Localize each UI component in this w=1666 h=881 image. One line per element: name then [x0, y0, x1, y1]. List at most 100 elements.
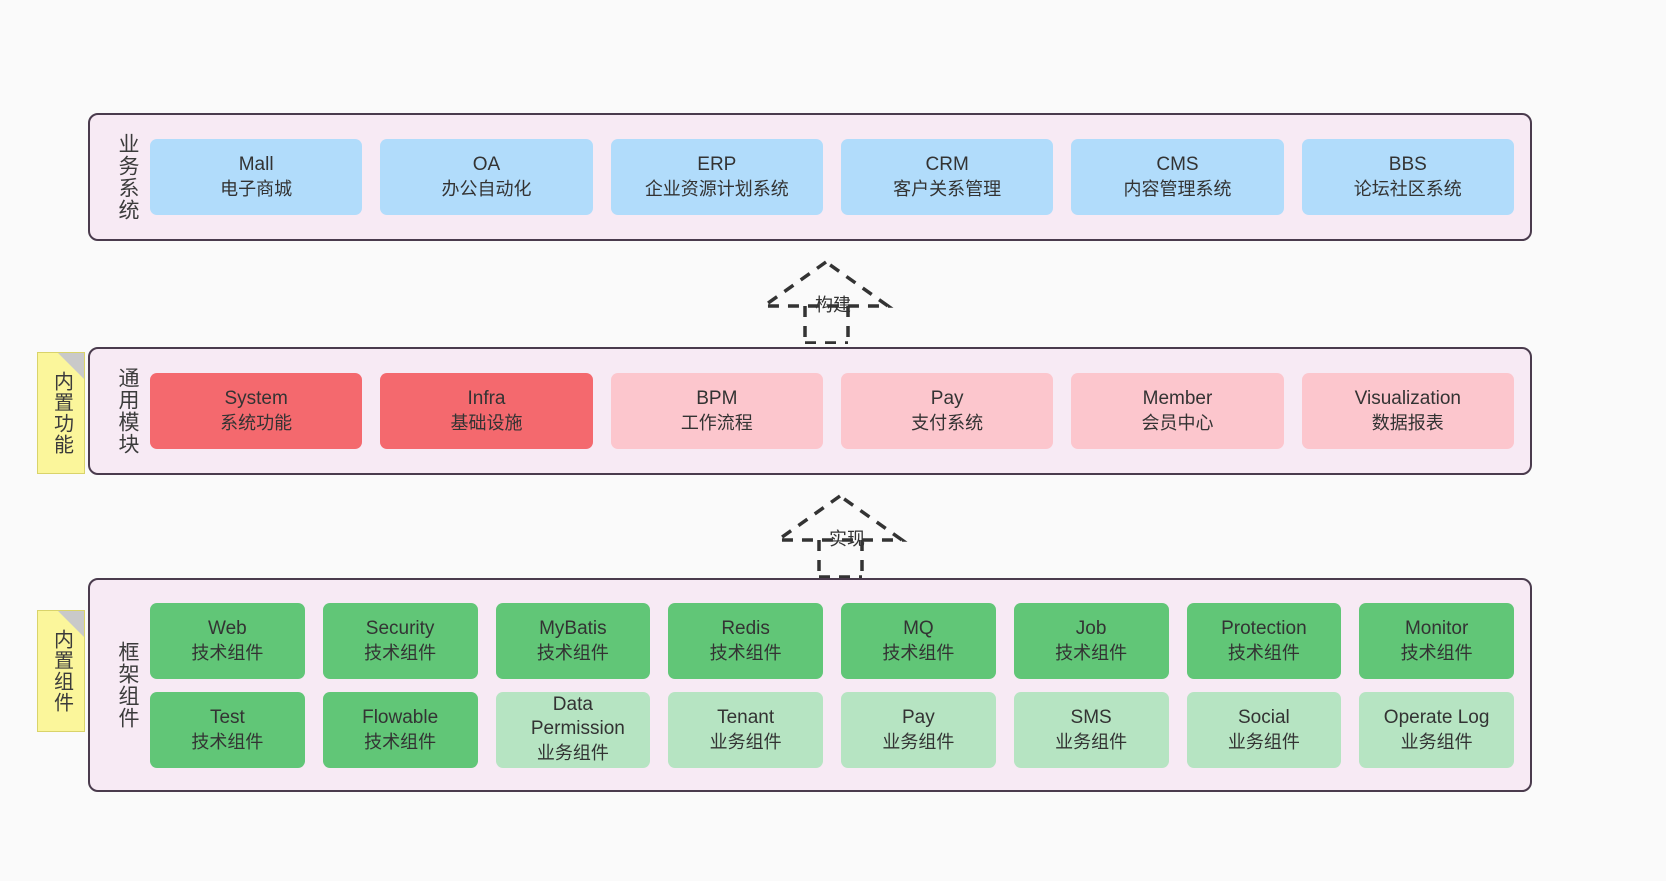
- node-label-en: Visualization: [1354, 388, 1461, 409]
- node-label-en: Social: [1238, 706, 1290, 728]
- node-label-en: Redis: [721, 617, 770, 639]
- node-row: Test 技术组件 Flowable 技术组件 Data Permission …: [150, 691, 1514, 768]
- node-label-cn: 论坛社区系统: [1353, 179, 1462, 199]
- node-oa[interactable]: OA 办公自动化: [380, 139, 593, 215]
- node-label-en: OA: [472, 154, 501, 175]
- layer-title-common-modules: 通用模块: [116, 367, 139, 455]
- layer-business-systems: 业务系统 Mall 电子商城 OA 办公自动化 ERP 企业资源计划系统 CRM…: [88, 113, 1532, 241]
- node-label-cn: 技术组件: [709, 642, 782, 663]
- node-label-en: Test: [209, 706, 245, 728]
- node-label-cn: 技术组件: [364, 642, 437, 663]
- node-pay-business[interactable]: Pay 业务组件: [841, 691, 996, 768]
- node-label-cn: 电子商城: [220, 179, 293, 199]
- node-label-cn: 系统功能: [220, 413, 293, 433]
- node-mq[interactable]: MQ 技术组件: [841, 602, 996, 679]
- node-member[interactable]: Member 会员中心: [1071, 373, 1284, 449]
- node-label-en: SMS: [1070, 706, 1112, 728]
- node-infra[interactable]: Infra 基础设施: [380, 373, 593, 449]
- node-crm[interactable]: CRM 客户关系管理: [840, 139, 1054, 215]
- node-flowable[interactable]: Flowable 技术组件: [322, 691, 478, 768]
- node-monitor[interactable]: Monitor 技术组件: [1359, 602, 1514, 679]
- sticky-note-builtin-functions: 内置功能: [37, 352, 85, 474]
- node-label-en: Tenant: [717, 706, 775, 728]
- node-data-permission[interactable]: Data Permission 业务组件: [495, 691, 651, 768]
- layer-common-modules: 通用模块 System 系统功能 Infra 基础设施 BPM 工作流程 Pay…: [88, 347, 1532, 475]
- connector-implement-label: 实现: [829, 529, 865, 549]
- node-label-cn: 支付系统: [911, 413, 984, 433]
- note-fold-corner: [58, 353, 84, 379]
- sticky-note-builtin-components: 内置组件: [37, 610, 85, 732]
- node-social[interactable]: Social 业务组件: [1186, 691, 1342, 768]
- connector-build: 构建: [758, 258, 898, 344]
- node-cms[interactable]: CMS 内容管理系统: [1071, 139, 1284, 215]
- node-web[interactable]: Web 技术组件: [150, 602, 305, 679]
- node-label-cn: 技术组件: [1400, 642, 1473, 663]
- node-label-cn: 业务组件: [1055, 731, 1128, 752]
- node-label-cn: 技术组件: [191, 731, 264, 752]
- node-sms[interactable]: SMS 业务组件: [1013, 691, 1169, 768]
- sticky-note-text: 内置组件: [50, 629, 73, 713]
- node-label-cn: 技术组件: [536, 642, 609, 663]
- node-label-cn: 业务组件: [536, 743, 609, 763]
- node-tenant[interactable]: Tenant 业务组件: [668, 691, 823, 768]
- node-label-en: ERP: [697, 154, 737, 175]
- layer-framework-components: 框架组件 Web 技术组件 Security 技术组件 MyBatis 技术组件…: [88, 578, 1532, 792]
- node-label-en: Operate Log: [1383, 706, 1490, 728]
- connector-build-label: 构建: [815, 295, 851, 315]
- node-label-cn: 数据报表: [1371, 413, 1444, 433]
- layer-title-framework-components: 框架组件: [116, 641, 139, 729]
- node-label-cn: 工作流程: [680, 413, 753, 433]
- node-label-en: CRM: [925, 154, 969, 175]
- node-label-en: BPM: [696, 388, 738, 409]
- node-label-en: BBS: [1388, 154, 1427, 175]
- node-label-en: Flowable: [362, 706, 439, 728]
- node-label-en: Job: [1075, 617, 1107, 639]
- connector-implement: 实现: [772, 492, 912, 578]
- node-pay[interactable]: Pay 支付系统: [840, 373, 1054, 449]
- node-label-en: Protection: [1221, 617, 1307, 639]
- node-label-en: MyBatis: [539, 617, 607, 639]
- node-label-en: Security: [365, 617, 435, 639]
- node-operate-log[interactable]: Operate Log 业务组件: [1359, 691, 1514, 768]
- node-label-cn: 业务组件: [882, 731, 955, 752]
- node-label-en: CMS: [1156, 154, 1199, 175]
- layer-body-framework-components: Web 技术组件 Security 技术组件 MyBatis 技术组件 Redi…: [144, 602, 1530, 768]
- layer-body-business-systems: Mall 电子商城 OA 办公自动化 ERP 企业资源计划系统 CRM 客户关系…: [144, 139, 1530, 215]
- node-bbs[interactable]: BBS 论坛社区系统: [1301, 139, 1514, 215]
- note-fold-corner: [58, 611, 84, 637]
- node-system[interactable]: System 系统功能: [150, 373, 363, 449]
- node-label-cn: 业务组件: [709, 731, 782, 752]
- node-label-cn: 会员中心: [1141, 413, 1214, 433]
- node-row: Mall 电子商城 OA 办公自动化 ERP 企业资源计划系统 CRM 客户关系…: [150, 139, 1514, 215]
- sticky-note-text: 内置功能: [50, 371, 73, 455]
- node-label-cn: 技术组件: [882, 642, 955, 663]
- node-label-en: MQ: [903, 617, 934, 639]
- node-redis[interactable]: Redis 技术组件: [668, 602, 823, 679]
- node-label-en: Infra: [467, 388, 506, 409]
- node-label-cn: 技术组件: [1227, 642, 1300, 663]
- implement-arrow-icon: [772, 493, 908, 578]
- node-label-en: Monitor: [1404, 617, 1469, 639]
- node-test[interactable]: Test 技术组件: [150, 691, 305, 768]
- node-label-cn: 基础设施: [450, 413, 523, 433]
- node-label-en: Pay: [930, 388, 964, 409]
- node-label-en: System: [224, 388, 288, 409]
- node-label-en: Mall: [238, 154, 274, 175]
- node-mall[interactable]: Mall 电子商城: [150, 139, 363, 215]
- node-job[interactable]: Job 技术组件: [1013, 602, 1169, 679]
- node-erp[interactable]: ERP 企业资源计划系统: [610, 139, 823, 215]
- layer-title-business-systems: 业务系统: [116, 133, 139, 221]
- layer-body-common-modules: System 系统功能 Infra 基础设施 BPM 工作流程 Pay 支付系统…: [144, 373, 1530, 449]
- node-visualization[interactable]: Visualization 数据报表: [1301, 373, 1514, 449]
- node-row: Web 技术组件 Security 技术组件 MyBatis 技术组件 Redi…: [150, 602, 1514, 679]
- build-arrow-icon: [758, 259, 894, 344]
- node-label-en: Pay: [902, 706, 935, 728]
- node-protection[interactable]: Protection 技术组件: [1186, 602, 1342, 679]
- node-label-cn: 业务组件: [1227, 731, 1300, 752]
- node-label-en: Data Permission: [530, 694, 625, 739]
- node-security[interactable]: Security 技术组件: [322, 602, 478, 679]
- node-bpm[interactable]: BPM 工作流程: [610, 373, 823, 449]
- node-mybatis[interactable]: MyBatis 技术组件: [495, 602, 651, 679]
- node-label-cn: 业务组件: [1400, 731, 1473, 752]
